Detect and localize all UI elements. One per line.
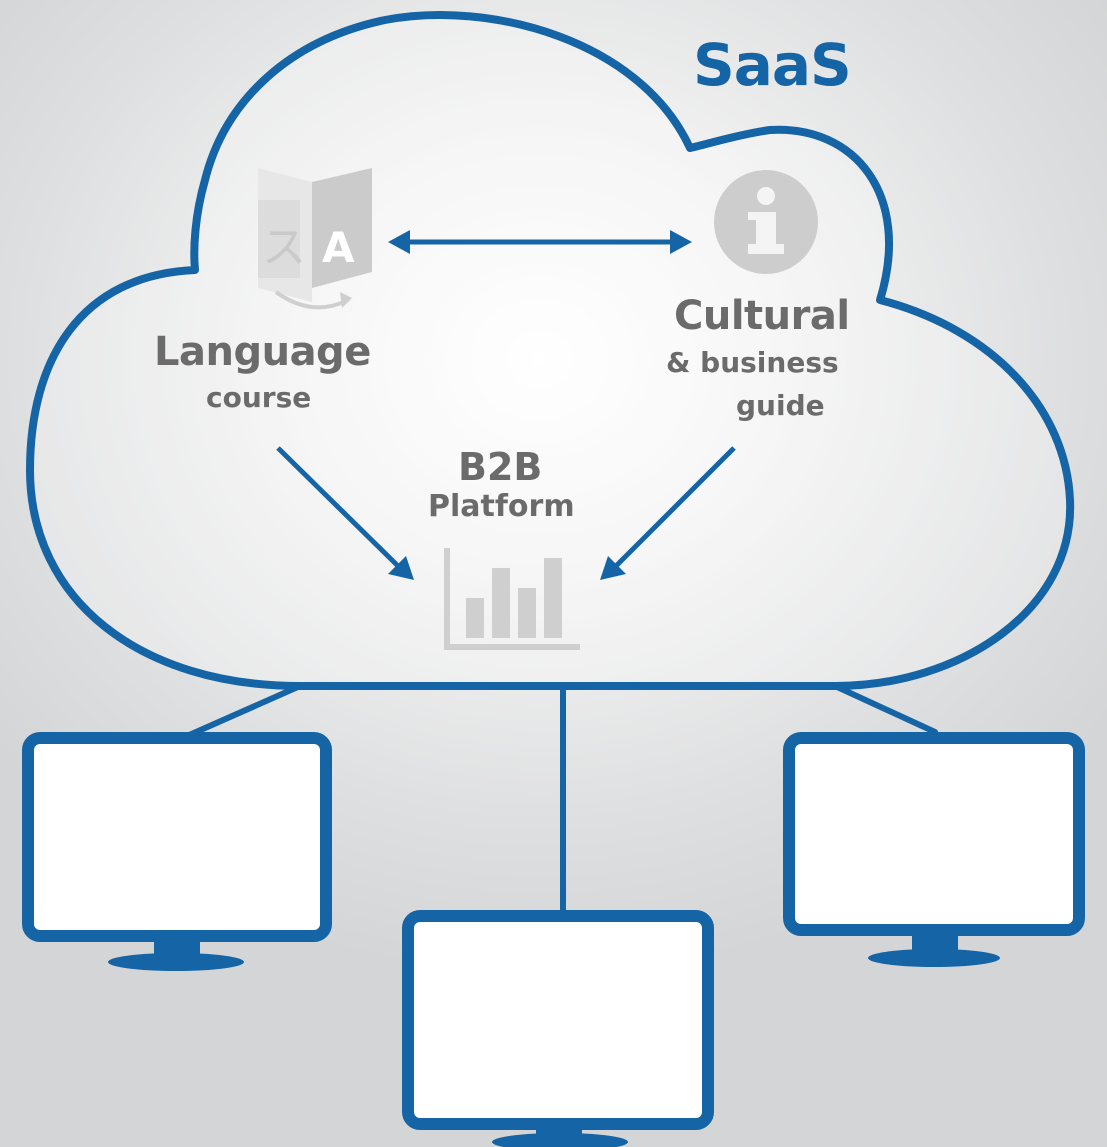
- connector-right: [832, 683, 938, 735]
- monitor-icon: [783, 732, 1085, 967]
- language-title: Language: [154, 329, 371, 375]
- svg-text:ス: ス: [262, 222, 306, 273]
- saas-title: SaaS: [693, 31, 852, 99]
- info-icon: [714, 170, 818, 274]
- relationship-arrows: [276, 230, 736, 580]
- svg-text:A: A: [322, 223, 355, 272]
- arrowhead-right: [670, 230, 692, 254]
- cultural-subtitle-line1: & business: [666, 346, 839, 379]
- arrow-cultural-b2b: [614, 446, 736, 568]
- bar-chart-icon: [444, 548, 580, 650]
- monitor-icon: [22, 732, 332, 971]
- b2b-subtitle: Platform: [428, 489, 575, 524]
- language-subtitle: course: [206, 381, 312, 414]
- cultural-subtitle-line2: guide: [736, 389, 825, 422]
- translate-icon: ス A: [258, 168, 372, 310]
- arrow-language-b2b: [276, 446, 400, 568]
- connector-left: [175, 683, 303, 743]
- cultural-title: Cultural: [674, 293, 850, 339]
- arrowhead-language-b2b: [388, 556, 414, 580]
- b2b-title: B2B: [458, 445, 543, 489]
- network-connectors: [175, 683, 938, 918]
- monitor-icon: [402, 910, 714, 1147]
- arrowhead-cultural-b2b: [600, 556, 626, 580]
- arrowhead-left: [388, 230, 410, 254]
